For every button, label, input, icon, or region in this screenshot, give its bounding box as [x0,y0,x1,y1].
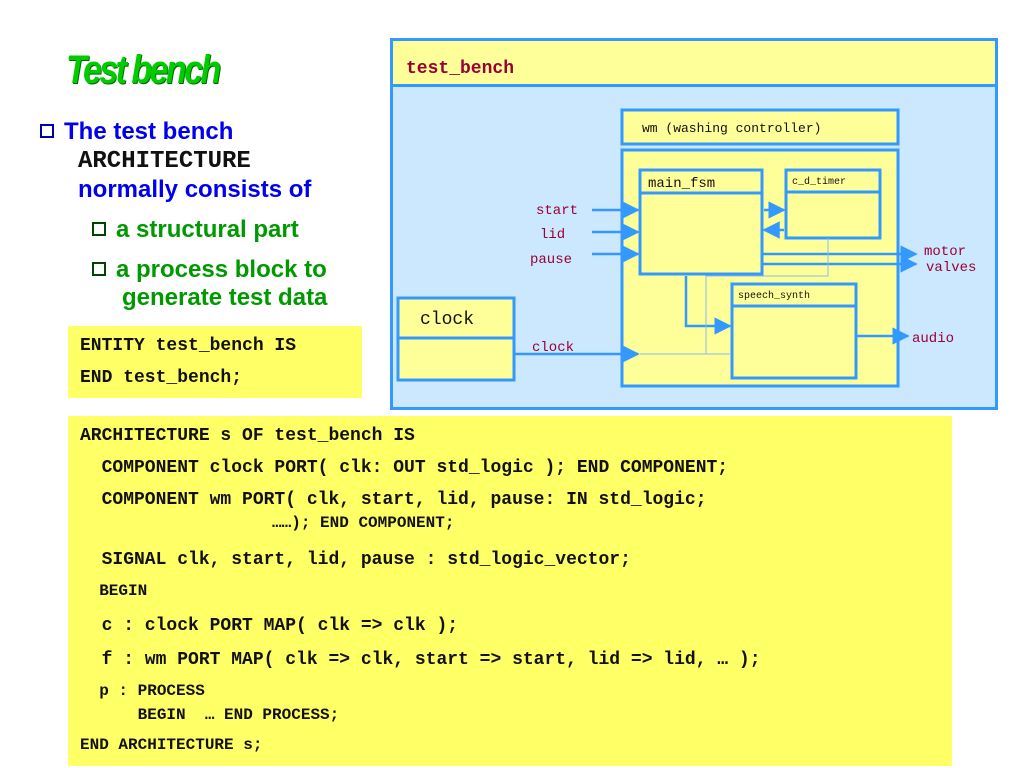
code-line: ……); END COMPONENT; [80,514,455,532]
code-line: f : wm PORT MAP( clk => clk, start => st… [80,650,761,670]
main-bullet: The test bench ARCHITECTURE normally con… [40,118,311,204]
code-line: SIGNAL clk, start, lid, pause : std_logi… [80,550,631,570]
sub-bullet-structural: a structural part [92,216,299,244]
sub-bullet-2-line-1: a process block to [116,256,327,283]
clock-signal-label: clock [532,340,574,356]
code-line: ARCHITECTURE s OF test_bench IS [80,426,415,446]
sub-bullet-2-line-2: generate test data [122,284,328,311]
valves-output-label: valves [926,260,976,276]
main-fsm-label: main_fsm [648,176,715,192]
bullet-box-icon [40,124,54,138]
architecture-code-block: ARCHITECTURE s OF test_bench IS COMPONEN… [68,416,952,766]
bullet-box-icon [92,222,106,236]
entity-code-block: ENTITY test_bench IS END test_bench; [68,326,362,398]
code-line: BEGIN [80,582,148,600]
code-line: COMPONENT wm PORT( clk, start, lid, paus… [80,490,707,510]
audio-output-label: audio [912,331,954,347]
clock-block-label: clock [420,310,474,330]
motor-output-label: motor [924,244,966,260]
bullet-line-3: normally consists of [78,176,312,203]
speech-synth-block [730,282,858,380]
page-title: Test bench [66,48,221,92]
start-signal-label: start [536,203,578,219]
wm-label: wm (washing controller) [642,121,821,136]
code-line: END ARCHITECTURE s; [80,736,263,754]
code-line: ENTITY test_bench IS [80,336,297,356]
lid-signal-label: lid [540,227,565,243]
code-line: COMPONENT clock PORT( clk: OUT std_logic… [80,458,729,478]
speech-synth-label: speech_synth [738,290,810,302]
test-bench-header [390,38,998,87]
c-d-timer-label: c_d_timer [792,176,846,188]
test-bench-diagram: test_bench wm (washing controller) main_… [390,38,998,410]
bullet-box-icon [92,262,106,276]
bullet-line-1: The test bench [64,118,234,145]
wm-label-box [620,108,900,146]
code-line: p : PROCESS [80,682,205,700]
sub-bullet-1-label: a structural part [116,216,299,243]
sub-bullet-process: a process block to generate test data [92,256,327,312]
c-d-timer-block [784,168,882,240]
code-line: END test_bench; [80,368,243,388]
test-bench-label: test_bench [406,59,514,79]
code-line: c : clock PORT MAP( clk => clk ); [80,616,459,636]
main-fsm-block [638,168,764,276]
bullet-line-2: ARCHITECTURE [78,148,251,175]
code-line: BEGIN … END PROCESS; [80,706,340,724]
pause-signal-label: pause [530,252,572,268]
